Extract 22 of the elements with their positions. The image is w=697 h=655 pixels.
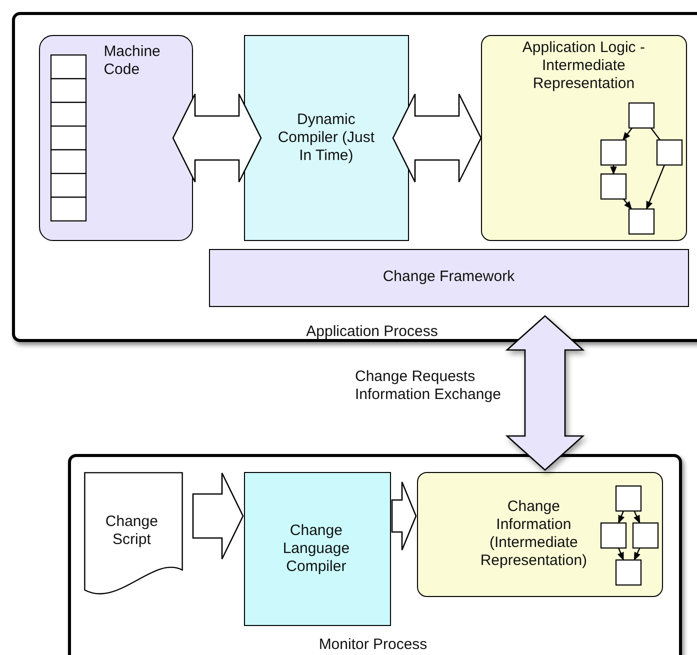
node-label: Application Logic - Intermediate Representation: [521, 38, 646, 93]
block-arrow: [392, 93, 482, 183]
container-label: Monitor Process: [318, 636, 428, 654]
node-label: Machine Code: [104, 42, 162, 79]
representation-box: [481, 35, 687, 241]
compiler-box: [244, 472, 391, 626]
process-container: [12, 12, 697, 342]
representation-box: [417, 472, 663, 597]
compiler-box: [244, 35, 409, 241]
node-label: Change Language Compiler: [282, 522, 351, 576]
node-label: Change Framework: [382, 268, 516, 286]
container-label: Application Process: [305, 323, 439, 341]
framework-bar: [209, 249, 689, 307]
block-arrow: [391, 481, 417, 551]
machine-code-box: [39, 35, 193, 241]
block-arrow: [192, 472, 244, 560]
block-arrow: [505, 315, 585, 471]
process-container: [68, 454, 682, 655]
node-label: Dynamic Compiler (Just In Time): [276, 110, 376, 165]
node-label: Change Information (Intermediate Representation): [479, 498, 588, 570]
node-label: Change Script: [104, 512, 159, 549]
block-arrow: [172, 93, 262, 183]
